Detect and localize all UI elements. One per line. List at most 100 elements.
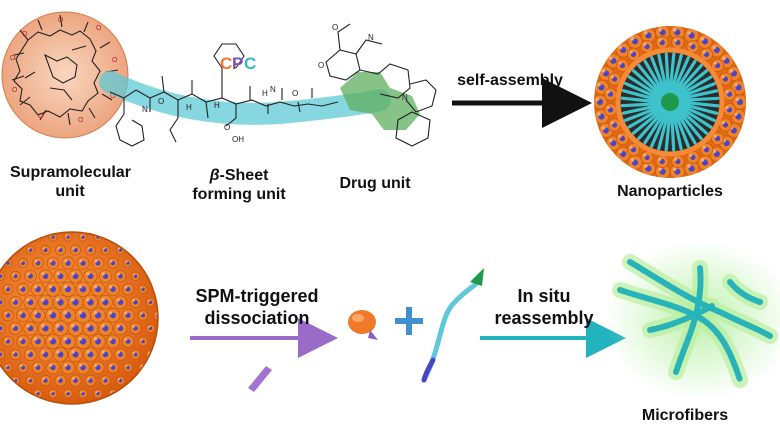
beta-symbol: β — [209, 167, 220, 184]
dissociation-label-line2: dissociation — [204, 307, 310, 328]
macrocycle-ring — [38, 269, 53, 284]
inner-peptide-fiber — [671, 56, 691, 95]
inner-peptide-fiber — [620, 101, 662, 108]
macrocycle-ring — [2, 309, 14, 322]
svg-text:O: O — [12, 87, 18, 94]
svg-text:H: H — [214, 101, 220, 110]
shell-macrocycle-ring — [699, 47, 714, 61]
beta-label-rest: -Sheet — [219, 167, 269, 184]
macrocycle-ring — [130, 271, 141, 281]
macrocycle-ring — [115, 376, 126, 386]
cpc-c2: C — [244, 54, 256, 73]
inner-peptide-fiber — [631, 107, 665, 135]
macrocycle-ring — [54, 374, 67, 387]
inner-peptide-fiber — [678, 101, 719, 115]
inner-peptide-fiber — [627, 106, 664, 129]
shell-macrocycle-ring — [615, 58, 629, 73]
macrocycle-ring — [53, 347, 68, 362]
macrocycle-ring — [23, 295, 38, 310]
microfibers-label: Microfibers — [641, 407, 729, 424]
inner-peptide-fiber — [677, 103, 716, 123]
shell-macrocycle-ring — [615, 146, 631, 162]
macrocycle-ring — [32, 257, 44, 270]
inner-peptide-fiber — [672, 109, 690, 148]
reassembly-label: In situ reassembly — [484, 286, 604, 329]
shell-macrocycle-ring — [711, 58, 725, 73]
macrocycle-ring — [63, 232, 73, 242]
macrocycle-ring — [9, 321, 22, 335]
macrocycle-ring — [53, 268, 68, 284]
macrocycle-ring — [138, 284, 148, 294]
macrocycle-ring — [85, 244, 96, 256]
shell-macrocycle-ring — [671, 35, 685, 50]
svg-text:O: O — [112, 57, 118, 64]
inner-peptide-fiber — [675, 107, 703, 141]
inner-peptide-fiber — [672, 59, 697, 95]
svg-text:O: O — [96, 25, 102, 32]
macrocycle-ring — [69, 244, 82, 256]
inner-peptide-fiber — [631, 69, 664, 98]
macrocycle-ring — [0, 271, 6, 281]
inner-peptide-fiber — [664, 52, 671, 94]
inner-peptide-fiber — [676, 106, 709, 135]
supramolecular-label-line2: unit — [55, 183, 85, 201]
macrocycle-ring — [30, 307, 46, 323]
shell-macrocycle-ring — [640, 27, 656, 44]
shell-macrocycle-ring — [627, 155, 643, 171]
shell-macrocycle-ring — [722, 103, 737, 117]
macrocycle-ring — [16, 334, 30, 349]
macrocycle-ring — [123, 258, 133, 268]
svg-text:N: N — [270, 85, 276, 94]
macrocycle-ring — [52, 294, 69, 311]
macrocycle-ring — [106, 282, 120, 297]
macrocycle-ring — [90, 333, 106, 349]
macrocycle-ring — [83, 347, 98, 362]
shell-macrocycle-ring — [722, 87, 737, 101]
inner-peptide-fiber — [678, 96, 720, 103]
inner-peptide-fiber — [637, 108, 666, 141]
beta-sheet-label-line2: forming unit — [192, 186, 286, 204]
macrocycle-ring — [78, 232, 88, 242]
macrocycle-ring — [138, 336, 148, 347]
supramolecular-unit: OOO OOO OOO — [1, 11, 129, 139]
macrocycle-ring — [145, 297, 156, 307]
supramolecular-label-line1: Supramolecular — [10, 164, 131, 181]
inner-peptide-fiber — [657, 110, 671, 151]
macrocycle-ring — [18, 258, 28, 269]
svg-text:O: O — [110, 93, 116, 100]
shell-macrocycle-ring — [626, 47, 641, 61]
released-fragment — [248, 366, 272, 392]
macrocycle-ring — [76, 360, 90, 375]
svg-text:O: O — [318, 61, 324, 70]
macrocycle-ring — [97, 320, 114, 336]
beta-sheet-label-line1: β-Sheet — [180, 166, 298, 185]
macrocycle-ring — [98, 269, 113, 283]
shell-macrocycle-ring — [709, 42, 725, 58]
inner-peptide-fiber — [624, 81, 663, 101]
macrocycle-ring — [0, 323, 6, 334]
inner-peptide-fiber — [664, 110, 672, 152]
macrocycle-ring — [153, 310, 158, 320]
macrocycle-ring — [37, 294, 54, 310]
shell-macrocycle-ring — [655, 35, 669, 50]
shell-macrocycle-ring — [699, 143, 714, 157]
macrocycle-ring — [46, 256, 60, 270]
macrocycle-ring — [121, 335, 135, 348]
shell-macrocycle-ring — [615, 131, 629, 146]
macrocycle-ring — [91, 361, 105, 375]
macrocycle-ring — [52, 320, 69, 337]
macrocycle-ring — [39, 375, 52, 387]
macrocycle-ring — [113, 321, 128, 336]
inner-peptide-fiber — [643, 59, 666, 96]
shell-macrocycle-ring — [615, 42, 631, 58]
macrocycle-ring — [130, 349, 141, 360]
macrocycle-ring — [37, 320, 54, 337]
inner-peptide-fiber — [677, 104, 713, 129]
self-assembly-label: self-assembly — [457, 72, 563, 89]
macrocycle-ring — [69, 374, 82, 387]
cpc-p: P — [232, 54, 243, 73]
inner-peptide-fiber — [674, 108, 697, 145]
